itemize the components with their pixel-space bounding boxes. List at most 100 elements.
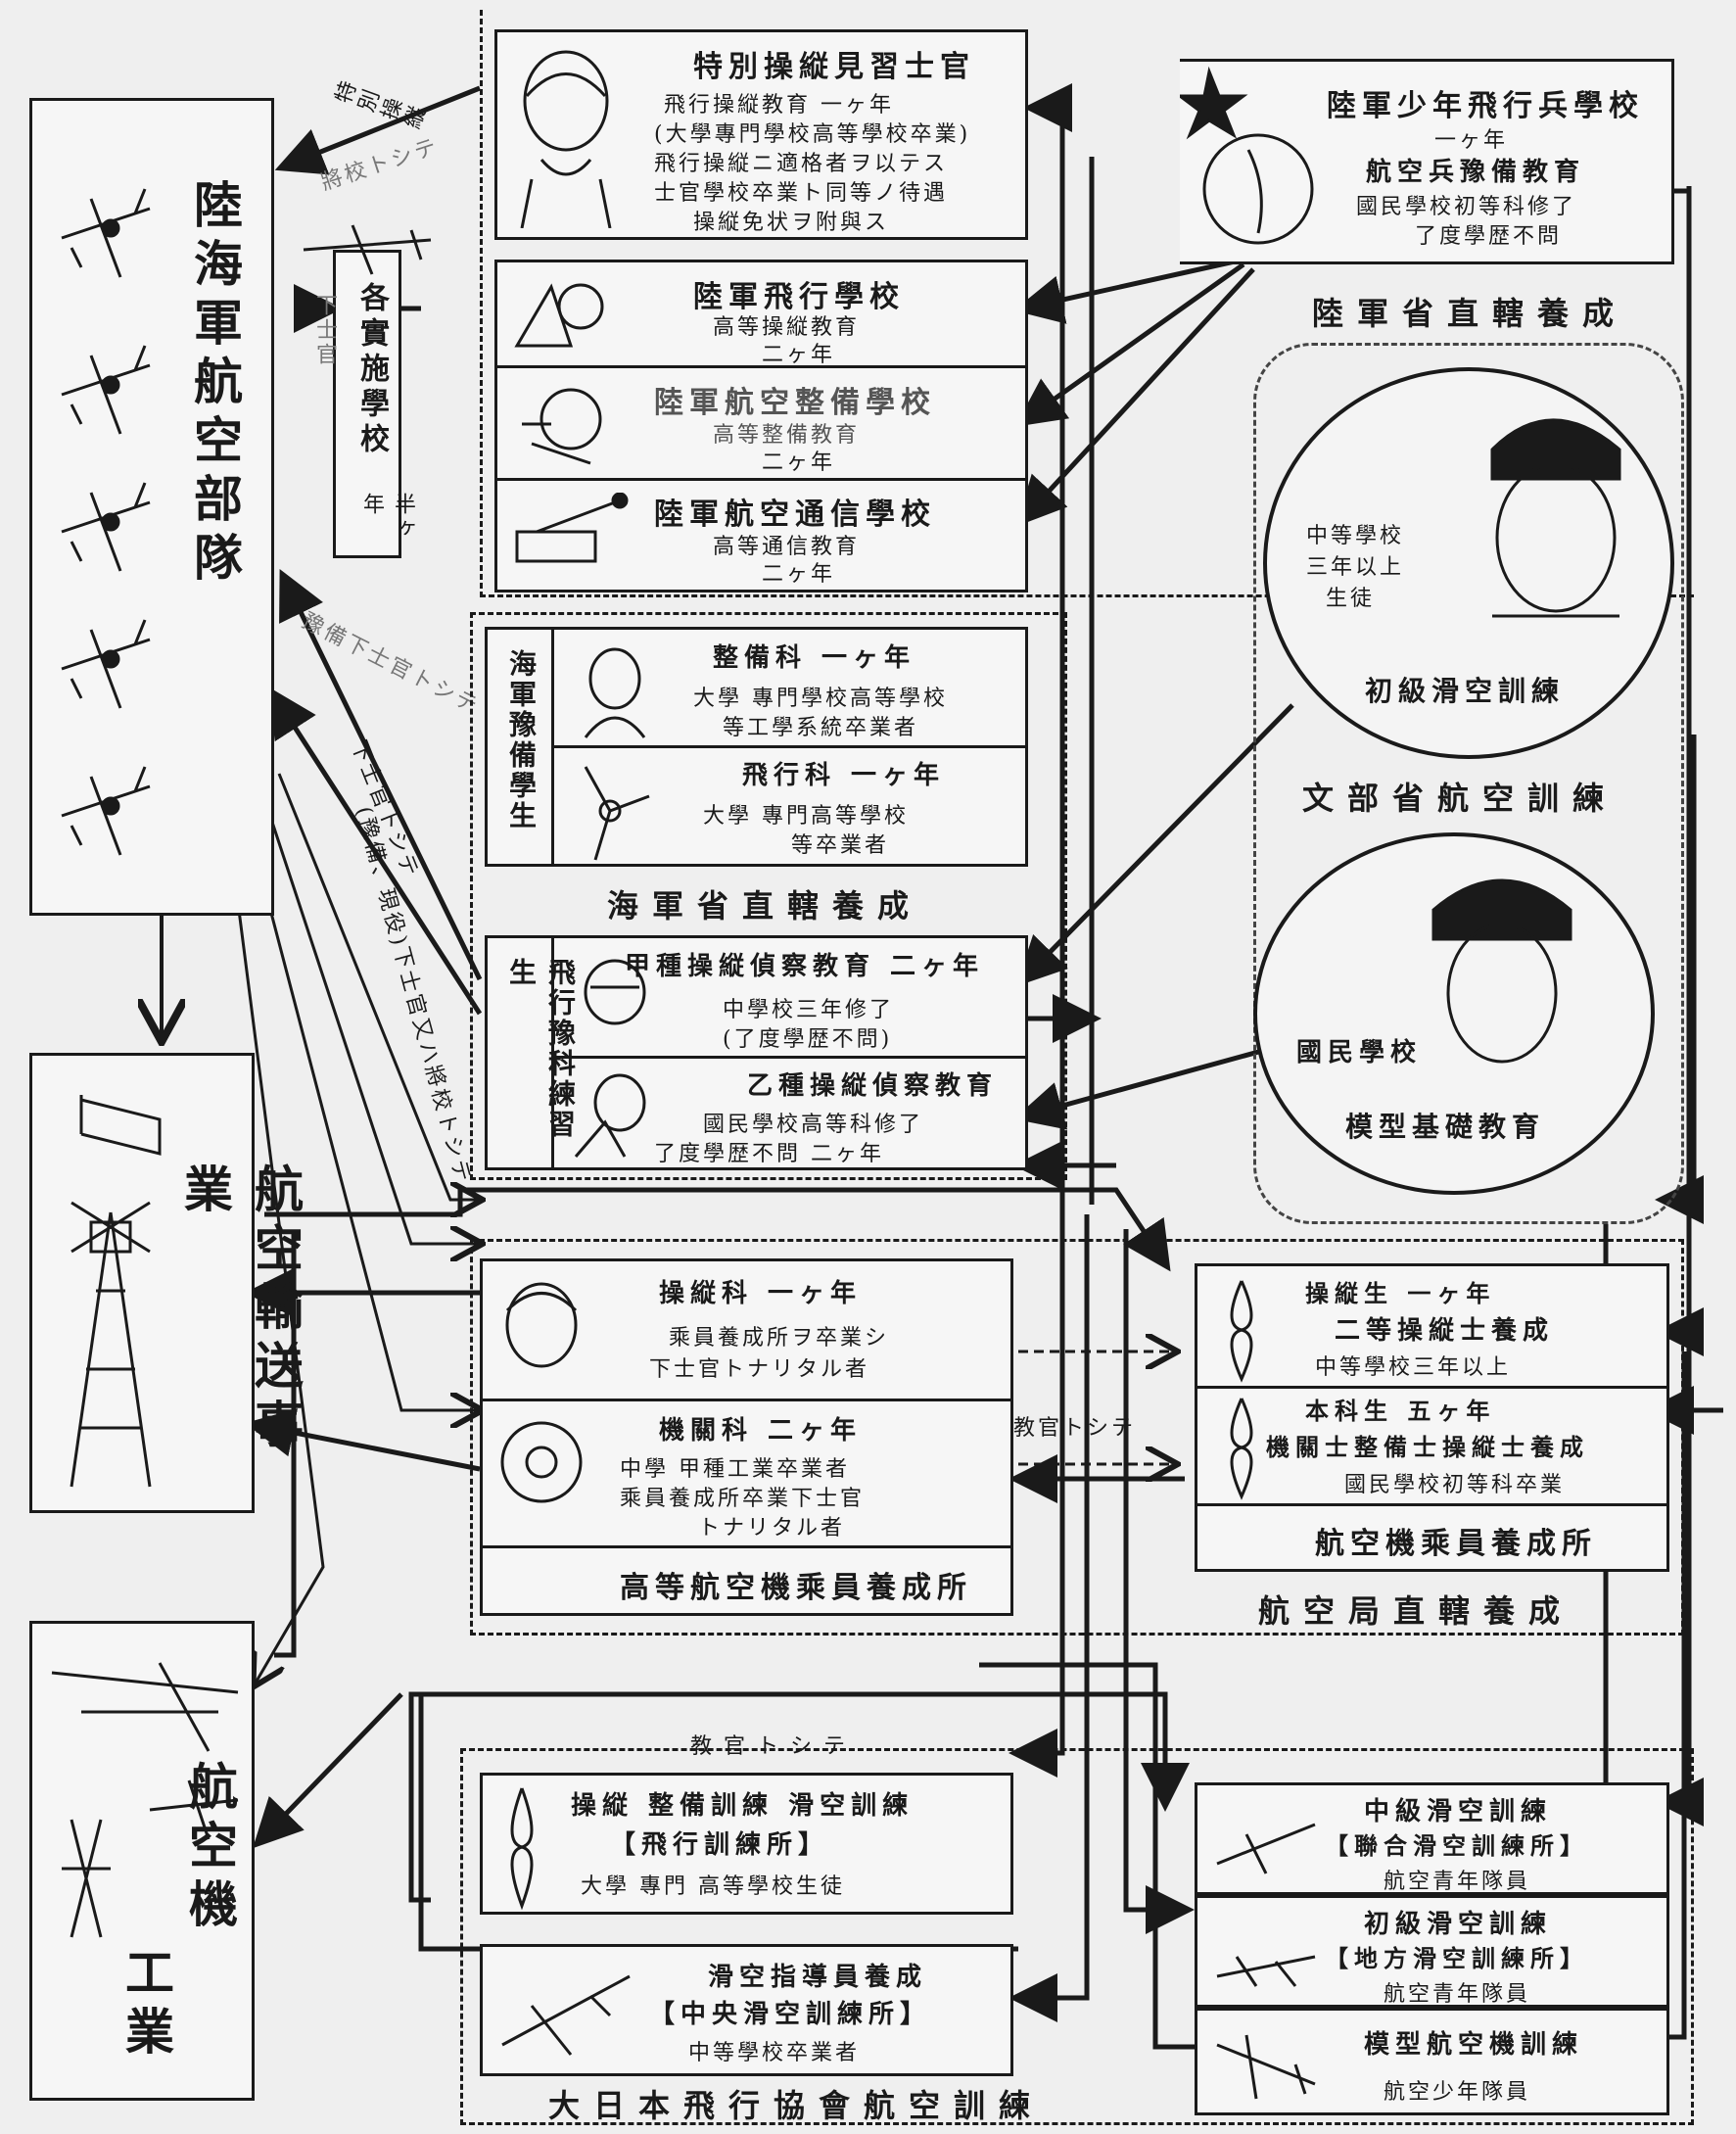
- mombusho-region-border: [1253, 343, 1684, 1224]
- civil-engine-line-2: 國民學校初等科卒業: [1344, 1473, 1566, 1497]
- special-cadet-line-1: 飛行操縦教育 一ヶ年: [664, 93, 894, 118]
- special-cadet-line-2: (大學專門學校高等學校卒業): [654, 122, 971, 147]
- glider-icon: [501, 1974, 631, 2056]
- propeller-icon: [584, 766, 650, 861]
- engine-icon: [500, 1421, 583, 1503]
- navy-otsushu-title: 乙種操縦偵察教育: [747, 1071, 999, 1101]
- youth-glider-basic-box: 初級滑空訓練 【地方滑空訓練所】 航空青年隊員: [1195, 1895, 1669, 2008]
- higher-pilot-line-1: 乘員養成所ヲ卒業シ: [669, 1326, 890, 1351]
- glider-basic-icon: [1216, 1955, 1316, 1987]
- navy-reserve-flight-line-1: 大學 專門高等學校: [703, 804, 909, 829]
- navy-reserve-flight-line-2: 等卒業者: [791, 833, 890, 858]
- special-cadet-line-4: 士官學校卒業ト同等ノ待遇: [654, 181, 949, 206]
- aircraft-industry-box: 航空機 工業: [29, 1621, 255, 2101]
- telegraph-key-icon: [515, 493, 629, 563]
- upper-circle-line-3: 生徒: [1326, 587, 1376, 611]
- flight-centre-box: 操縦 整備訓練 滑空訓練 【飛行訓練所】 大學 專門 高等學校生徒: [480, 1773, 1013, 1915]
- flight-centre-title: 操縦 整備訓練 滑空訓練: [571, 1791, 915, 1821]
- lower-circle-line-1: 國民學校: [1296, 1038, 1423, 1067]
- youth-glider-mid-note: 航空青年隊員: [1384, 1870, 1531, 1894]
- lower-student-circle: 國民學校 模型基礎教育: [1253, 832, 1655, 1195]
- youth-glider-basic-sub: 【地方滑空訓練所】: [1325, 1944, 1589, 1972]
- windsock-tower-illustration: [70, 1095, 162, 1488]
- army-comm-school-title: 陸軍航空通信學校: [654, 498, 936, 532]
- bomber-icon: [303, 224, 432, 275]
- unit-schools-period: 半ヶ年: [359, 493, 415, 542]
- navy-koushu-line-1: 中學校三年修了: [723, 998, 895, 1022]
- glider-instructor-title: 滑空指導員養成: [708, 1963, 928, 1992]
- navy-reserve-maint-line-2: 等工學系統卒業者: [723, 716, 919, 740]
- navy-reserve-box: 海軍豫備學生 整備科 一ヶ年 大學 專門學校高等學校 等工學系統卒業者 飛行科 …: [485, 627, 1028, 867]
- pilot-face-icon: [505, 1282, 578, 1368]
- army-comm-school-line-1: 高等通信教育: [713, 535, 861, 559]
- mombusho-caption: 文部省航空訓練: [1302, 780, 1619, 817]
- army-youth-school-title: 陸軍少年飛行兵學校: [1327, 89, 1644, 123]
- flight-school-icon: [514, 283, 604, 348]
- youth-school-emblem: [1180, 66, 1314, 245]
- propeller-blade-icon: [1230, 1280, 1253, 1383]
- youth-glider-mid-title: 中級滑空訓練: [1364, 1797, 1553, 1826]
- glider-instructor-note: 中等學校卒業者: [688, 2041, 861, 2065]
- aircraft-industry-label-2: 工業: [117, 1947, 175, 2064]
- navy-otsushu-line-2: 了度學歴不問 二ヶ年: [654, 1142, 884, 1166]
- civil-pilot-line-2: 中等學校三年以上: [1315, 1355, 1512, 1380]
- student-cap-portrait-2: [1431, 878, 1572, 1064]
- glider-mid-icon: [1216, 1823, 1316, 1874]
- youth-model-note: 航空少年隊員: [1384, 2080, 1531, 2105]
- pilot-cadet-portrait: [520, 50, 612, 228]
- higher-pilot-title: 操縦科 一ヶ年: [659, 1279, 863, 1308]
- youth-glider-mid-box: 中級滑空訓練 【聯合滑空訓練所】 航空青年隊員: [1195, 1782, 1669, 1895]
- youth-model-box: 模型航空機訓練 航空少年隊員: [1195, 2008, 1669, 2115]
- factory-planes-illustration: [51, 1662, 239, 1938]
- upper-circle-line-1: 中等學校: [1306, 524, 1405, 548]
- army-maint-school-line-1: 高等整備教育: [713, 423, 861, 448]
- aviation-region-border: [470, 1239, 1684, 1636]
- army-youth-school-line-2: 航空兵豫備教育: [1366, 158, 1586, 187]
- navy-reserve-label: 海軍豫備學生: [505, 649, 538, 831]
- flow-label-nco: 下士官: [312, 294, 337, 367]
- civil-pilot-line-1: 二等操縦士養成: [1335, 1316, 1555, 1346]
- flow-label-teachers: 教官トシテ: [1013, 1416, 1137, 1441]
- civil-crew-footer: 航空機乘員養成所: [1315, 1527, 1597, 1561]
- air-transport-box: 航空輸送事業: [29, 1053, 305, 1513]
- dainihon-caption: 大日本飛行協會航空訓練: [548, 2087, 1045, 2124]
- higher-engine-line-2: 乘員養成所卒業下士官: [620, 1487, 866, 1511]
- army-navy-air-corps-box: 陸海軍航空部隊: [29, 98, 274, 916]
- higher-crew-footer: 高等航空機乘員養成所: [620, 1571, 972, 1605]
- special-cadet-box: 特別操縦見習士官 飛行操縦教育 一ヶ年 (大學專門學校高等學校卒業) 飛行操縦ニ…: [494, 29, 1028, 240]
- navy-reserve-maint-line-1: 大學 專門學校高等學校: [693, 687, 948, 711]
- navy-reserve-flight-title: 飛行科 一ヶ年: [742, 761, 946, 790]
- civil-crew-school-box: 操縦生 一ヶ年 二等操縦士養成 中等學校三年以上 本科生 五ヶ年 機關士整備士操…: [1195, 1263, 1669, 1572]
- higher-engine-line-1: 中學 甲種工業卒業者: [620, 1457, 850, 1482]
- navy-direct-caption: 海軍省直轄養成: [607, 887, 923, 925]
- unit-schools-box: 各實施學校 半ヶ年: [333, 250, 415, 558]
- higher-crew-school-box: 操縦科 一ヶ年 乘員養成所ヲ卒業シ 下士官トナリタル者 機關科 二ヶ年 中學 甲…: [480, 1258, 1013, 1616]
- dainihon-region-border: [460, 1748, 1694, 2125]
- upper-circle-line-2: 三年以上: [1306, 555, 1405, 580]
- goggled-pilot-icon: [574, 1073, 646, 1158]
- lower-circle-caption: 模型基礎教育: [1345, 1111, 1546, 1143]
- army-schools-stack: 陸軍飛行學校 高等操縦教育 二ヶ年 陸軍航空整備學校 高等整備教育 二ヶ年 陸軍…: [494, 260, 1028, 593]
- higher-engine-title: 機關科 二ヶ年: [659, 1416, 863, 1446]
- glider-propeller-icon: [510, 1787, 534, 1911]
- army-maint-school-line-2: 二ヶ年: [762, 451, 836, 475]
- student-cap-portrait: [1490, 418, 1621, 618]
- army-youth-school-box: 陸軍少年飛行兵學校 一ヶ年 航空兵豫備教育 國民學校初等科修了 了度學歴不問: [1180, 59, 1674, 264]
- army-flight-school-line-2: 二ヶ年: [762, 343, 836, 367]
- flow-label-teachers2: 教官トシテ: [690, 1734, 858, 1759]
- navy-trainee-label: 飛行豫科練習生: [505, 958, 577, 1140]
- higher-pilot-line-2: 下士官トナリタル者: [649, 1357, 870, 1382]
- glider-instructor-sub: 【中央滑空訓練所】: [649, 2000, 932, 2029]
- air-transport-label: 航空輸送事業: [176, 1163, 305, 1457]
- maintenance-school-icon: [522, 388, 602, 465]
- aviation-direct-caption: 航空局直轄養成: [1258, 1592, 1574, 1630]
- special-cadet-line-5: 操縦免状ヲ附與ス: [693, 211, 890, 235]
- army-region-border: [480, 10, 1694, 597]
- civil-engine-line-1: 機關士整備士操縦士養成: [1266, 1433, 1589, 1461]
- army-youth-school-line-3: 國民學校初等科修了: [1356, 195, 1577, 219]
- unit-schools-label: 各實施學校: [354, 282, 389, 458]
- army-comm-school-line-2: 二ヶ年: [762, 562, 836, 587]
- army-navy-air-corps-label: 陸海軍航空部隊: [186, 179, 244, 591]
- model-plane-icon: [1216, 2034, 1316, 2100]
